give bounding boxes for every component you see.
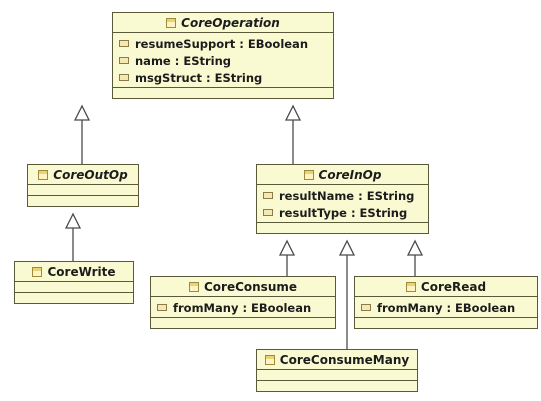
generalization-coreconsume-to-coreinop [278,239,296,276]
attribute-label: resultType : EString [279,205,408,220]
class-core-out-op[interactable]: CoreOutOp [27,164,139,207]
class-core-write[interactable]: CoreWrite [14,261,134,304]
class-core-consume[interactable]: CoreConsume fromMany : EBoolean [150,276,336,329]
class-name: CoreInOp [318,167,382,182]
inheritance-arrowhead [338,239,356,256]
operation-compartment [151,318,335,328]
attribute-label: fromMany : EBoolean [173,300,312,315]
class-name: CoreOperation [181,15,280,30]
eattribute-icon [361,304,371,311]
attribute-compartment: resultName : EString resultType : EStrin… [257,185,428,223]
operation-compartment [113,88,333,98]
attribute-row[interactable]: resumeSupport : EBoolean [113,35,333,52]
operation-compartment [257,381,417,391]
class-header: CoreConsumeMany [257,350,417,370]
generalization-coreinop-to-coreoperation [284,104,302,164]
eattribute-icon [119,57,129,64]
attribute-label: fromMany : EBoolean [377,300,516,315]
class-name: CoreConsumeMany [279,352,410,367]
operation-compartment [28,196,138,206]
attribute-compartment: fromMany : EBoolean [151,297,335,318]
inheritance-arrowhead [64,212,82,229]
class-name: CoreRead [420,279,487,294]
class-core-read[interactable]: CoreRead fromMany : EBoolean [354,276,538,329]
attribute-label: msgStruct : EString [135,70,263,85]
generalization-corewrite-to-coreoutop [64,212,82,261]
attribute-compartment: resumeSupport : EBoolean name : EString … [113,33,333,88]
eclass-icon [264,354,275,365]
attribute-row[interactable]: resultType : EString [257,204,428,221]
attribute-label: resultName : EString [279,188,415,203]
eclass-icon [303,169,314,180]
eattribute-icon [119,40,129,47]
operation-compartment [355,318,537,328]
class-name: CoreWrite [47,264,116,279]
class-header: CoreOutOp [28,165,138,185]
class-header: CoreConsume [151,277,335,297]
eclass-icon [188,281,199,292]
attribute-row[interactable]: fromMany : EBoolean [151,299,335,316]
eattribute-icon [263,192,273,199]
class-header: CoreRead [355,277,537,297]
class-name: CoreConsume [203,279,298,294]
class-core-operation[interactable]: CoreOperation resumeSupport : EBoolean n… [112,12,334,99]
class-header: CoreInOp [257,165,428,185]
eattribute-icon [157,304,167,311]
attribute-row[interactable]: resultName : EString [257,187,428,204]
attribute-row[interactable]: name : EString [113,52,333,69]
inheritance-arrowhead [278,239,296,256]
class-header: CoreWrite [15,262,133,282]
attribute-compartment: fromMany : EBoolean [355,297,537,318]
operation-compartment [15,293,133,303]
class-core-consume-many[interactable]: CoreConsumeMany [256,349,418,392]
attribute-label: name : EString [135,53,232,68]
inheritance-arrowhead [284,104,302,121]
eclass-icon [405,281,416,292]
class-core-in-op[interactable]: CoreInOp resultName : EString resultType… [256,164,429,234]
generalization-coreconsumemany-to-coreinop [338,239,356,349]
class-name: CoreOutOp [53,167,128,182]
inheritance-arrowhead [406,239,424,256]
attribute-compartment [257,370,417,381]
generalization-coreread-to-coreinop [406,239,424,276]
class-header: CoreOperation [113,13,333,33]
attribute-row[interactable]: msgStruct : EString [113,69,333,86]
inheritance-arrowhead [73,104,91,121]
eclass-icon [166,17,177,28]
generalization-coreoutop-to-coreoperation [73,104,91,164]
eclass-icon [32,266,43,277]
eattribute-icon [263,209,273,216]
eattribute-icon [119,74,129,81]
attribute-compartment [28,185,138,196]
attribute-row[interactable]: fromMany : EBoolean [355,299,537,316]
attribute-compartment [15,282,133,293]
attribute-label: resumeSupport : EBoolean [135,36,309,51]
eclass-icon [38,169,49,180]
operation-compartment [257,223,428,233]
